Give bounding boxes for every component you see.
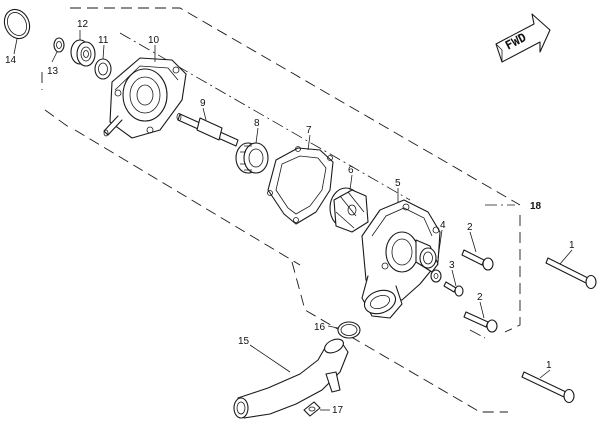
callout-2-lower: 2 [477,292,483,303]
hose-clip-part-17 [303,401,321,417]
callout-17: 17 [332,405,344,416]
callout-1-lower: 1 [546,360,552,371]
callout-16: 16 [314,322,326,333]
callout-4: 4 [440,220,446,231]
callout-13: 13 [47,66,59,77]
callout-11: 11 [98,35,109,46]
impeller-part-6 [329,187,369,233]
pump-shaft-part-9 [176,113,239,147]
coolant-hose-part-15 [233,338,349,419]
bolt-part-3 [443,281,464,297]
bolt-part-2-upper [461,249,494,271]
gasket-part-7 [267,146,334,225]
callout-5: 5 [395,178,401,189]
long-bolt-part-1-lower [521,371,575,404]
clamp-ring-part-16 [337,321,361,339]
o-ring-part-14 [3,8,31,40]
callout-8: 8 [254,118,260,129]
mechanical-seal-part-8 [235,142,269,174]
seal-part-11 [94,58,112,80]
callout-3: 3 [449,260,455,271]
callout-10: 10 [148,35,160,46]
bearing-part-12 [70,39,96,67]
callout-6: 6 [348,165,354,176]
callout-15: 15 [238,336,250,347]
pump-cover-part-10 [103,57,187,139]
leader-lines [13,30,573,411]
pump-body-part-5 [361,199,441,319]
callout-2-upper: 2 [467,222,473,233]
bolt-part-2-lower [463,311,498,333]
callout-7: 7 [306,125,312,136]
callout-9: 9 [200,98,206,109]
washer-part-4 [430,269,442,283]
callout-14: 14 [5,55,17,66]
forward-direction-arrow-icon: FWD [495,13,551,63]
callout-18: 18 [530,201,542,212]
long-bolt-part-1-upper [545,257,597,290]
callout-1-upper: 1 [569,240,575,251]
callout-labels: 14 13 12 11 10 9 8 7 6 5 4 2 3 2 1 1 16 … [5,19,575,416]
seal-part-13 [53,37,65,53]
callout-12: 12 [77,19,89,30]
